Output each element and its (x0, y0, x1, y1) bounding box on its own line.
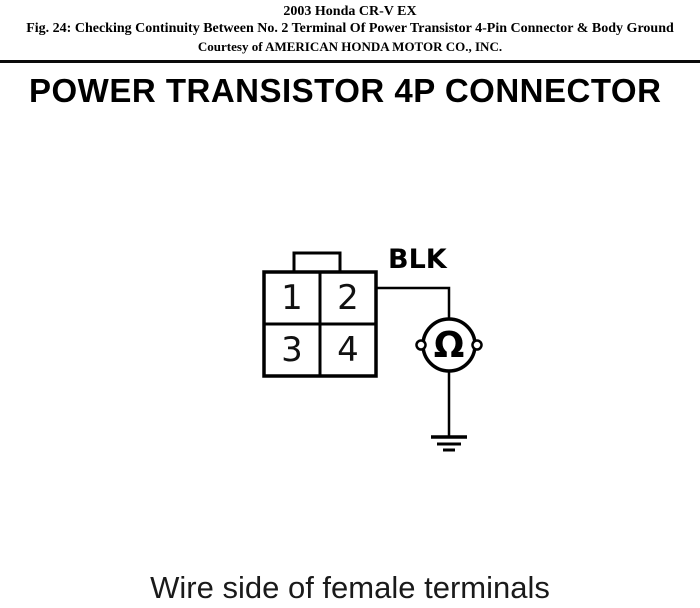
header-divider (0, 60, 700, 63)
terminal-3-label: 3 (281, 330, 303, 370)
ohmmeter-right-terminal (471, 339, 483, 351)
vehicle-title: 2003 Honda CR-V EX (283, 4, 417, 19)
figure-caption: Fig. 24: Checking Continuity Between No.… (26, 21, 674, 36)
wire-color-label: BLK (388, 244, 447, 275)
courtesy-line: Courtesy of AMERICAN HONDA MOTOR CO., IN… (197, 39, 503, 54)
terminal-1-label: 1 (281, 278, 303, 318)
diagram-title: POWER TRANSISTOR 4P CONNECTOR (29, 72, 662, 109)
ground-symbol (431, 435, 467, 452)
terminal-4-label: 4 (337, 330, 359, 370)
wire-side-caption: Wire side of female terminals (150, 570, 550, 605)
ohmmeter-left-terminal (415, 339, 427, 351)
wire-terminal2-to-meter (376, 286, 451, 319)
ohm-meter-symbol: Ω (433, 324, 465, 366)
terminal-2-label: 2 (337, 278, 359, 318)
